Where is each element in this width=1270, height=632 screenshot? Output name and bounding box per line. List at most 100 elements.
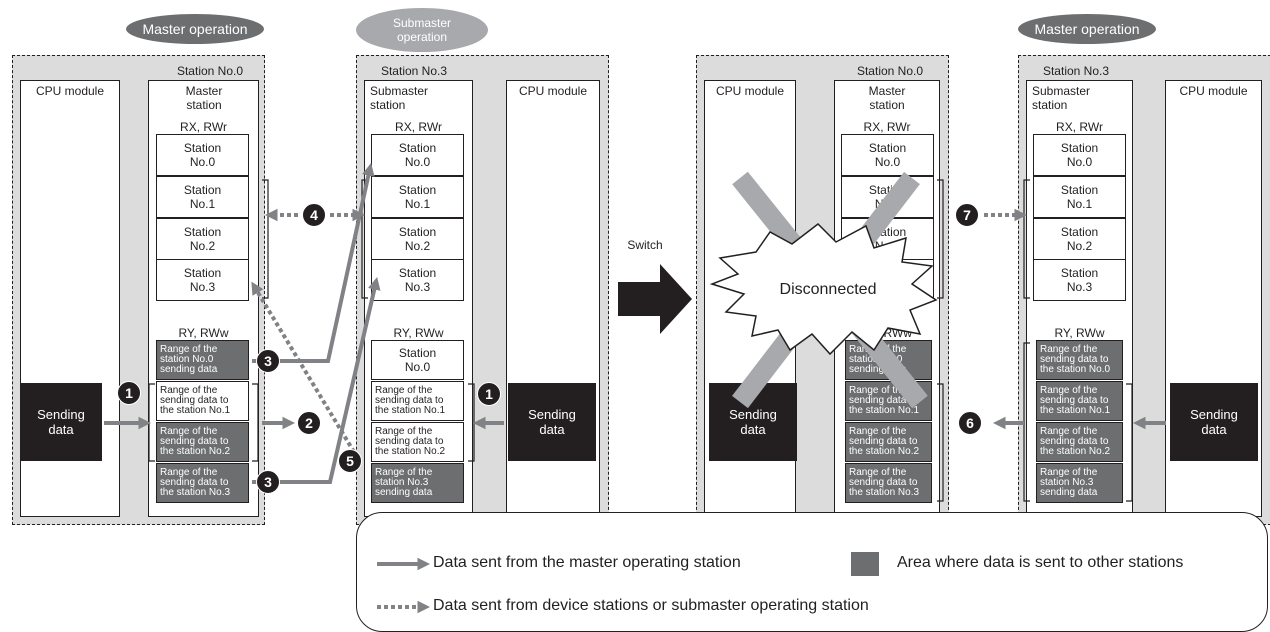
disconnected-label: Disconnected [779, 281, 877, 298]
ry-rww-label: RY, RWw [1054, 326, 1105, 340]
bracket [262, 179, 269, 299]
bracket [937, 383, 944, 502]
marker-5: 5 [338, 449, 362, 473]
bracket [361, 179, 368, 299]
rx-cell-0: Station No.0 [371, 134, 464, 176]
legend-solid-text: Data sent from the master operating stat… [433, 554, 741, 571]
sending-data-label: Sending data [1190, 407, 1238, 437]
legend-dotted-text: Data sent from device stations or submas… [433, 597, 869, 614]
ry-rww-label: RY, RWw [178, 326, 229, 340]
submaster-station-label: Submaster station [370, 84, 429, 112]
submaster-station-label: Submaster station [1032, 84, 1091, 112]
rx-rwr-label: RX, RWr [395, 120, 442, 134]
range-line: Range of the [849, 467, 907, 478]
marker-7: 7 [955, 203, 979, 227]
sending-data-box: Sending data [20, 383, 102, 461]
rx-cell-text: Station No.2 [398, 225, 437, 253]
range-line: sending data to [160, 436, 229, 447]
range-line: sending data to [849, 395, 918, 406]
range-line: Range of the [849, 385, 907, 396]
legend-area-text: Area where data is sent to other station… [897, 554, 1184, 571]
dotted-arrow [251, 281, 356, 454]
range-line: the station No.1 [849, 405, 920, 416]
marker-4: 4 [302, 203, 326, 227]
switch-label: Switch [627, 238, 663, 252]
range-line: Range of the [375, 426, 433, 437]
panel-title-station3-right: Station No.3 [1042, 64, 1110, 78]
marker-3: 3 [256, 470, 280, 494]
range-line: sending data [1040, 487, 1098, 498]
rx-cell-text: Station No.3 [1060, 266, 1099, 294]
rx-cell-3: Station No.3 [371, 259, 464, 301]
range-line: Range of the [1040, 426, 1098, 437]
range-line: station No.3 [375, 477, 429, 488]
range-line: sending data to [375, 395, 444, 406]
cpu-module-label: CPU module [35, 84, 105, 98]
submaster-operation-badge: Submaster operation [356, 8, 488, 52]
range-line: sending data to [849, 436, 918, 447]
range-line: the station No.1 [160, 405, 231, 416]
range-line: sending data [849, 364, 907, 375]
marker-6: 6 [958, 411, 982, 435]
range-line: the station No.2 [160, 446, 231, 457]
sending-data-label: Sending data [37, 407, 85, 437]
bracket [468, 383, 475, 462]
bracket [937, 179, 944, 299]
range-line: Range of the [1040, 344, 1098, 355]
rx-cell-3: Station No.3 [1033, 259, 1126, 301]
range-line: the station No.3 [849, 487, 920, 498]
legend: Data sent from the master operating stat… [356, 512, 1268, 632]
switch-arrow [618, 264, 692, 334]
legend-symbols [377, 557, 431, 614]
master-operation-badge-right: Master operation [1018, 14, 1156, 44]
rx-cell-text: Station No.0 [1060, 141, 1099, 169]
bracket [1023, 342, 1030, 502]
rx-cell-text: Station No.0 [183, 141, 222, 169]
range-line: sending data [160, 364, 218, 375]
range-line: sending data to [160, 477, 229, 488]
range-line: the station No.1 [375, 405, 446, 416]
rx-rwr-label: RX, RWr [1056, 120, 1103, 134]
range-line: sending data to [849, 477, 918, 488]
legend-area-swatch [851, 552, 879, 576]
rx-cell-text: Station No.2 [1060, 225, 1099, 253]
range-line: Range of the [160, 385, 218, 396]
solid-arrow [252, 162, 375, 363]
range-line: the station No.1 [1040, 405, 1111, 416]
rx-cell-text: Station No.1 [183, 183, 222, 211]
panel-title-station3-left: Station No.3 [380, 64, 448, 78]
rx-cell-0: Station No.0 [1033, 134, 1126, 176]
range-line: Range of the [1040, 385, 1098, 396]
range-line: station No.0 [160, 354, 214, 365]
master-operation-badge: Master operation [126, 14, 264, 44]
range-line: Range of the [375, 385, 433, 396]
ry-rww-label: RY, RWw [393, 326, 444, 340]
rx-rwr-label: RX, RWr [863, 120, 911, 134]
panel-title-station0-left: Station No.0 [176, 64, 244, 78]
ry-cell-text: Station No.0 [398, 346, 437, 374]
marker-2: 2 [297, 411, 321, 435]
cpu-module-label: CPU module [715, 84, 785, 98]
range-line: the station No.2 [1040, 446, 1111, 457]
sending-data-label: Sending data [729, 407, 777, 437]
rx-cell-1: Station No.1 [156, 176, 249, 218]
range-line: station No.3 [1040, 477, 1094, 488]
rx-rwr-label: RX, RWr [180, 120, 227, 134]
range-line: sending data to [1040, 354, 1109, 365]
rx-cell-text: Station No.0 [868, 141, 907, 169]
cpu-module-label: CPU module [1179, 84, 1248, 98]
marker-3: 3 [256, 349, 280, 373]
panel-title-station0-right: Station No.0 [856, 64, 924, 78]
range-line: the station No.2 [849, 446, 920, 457]
rx-cell-0: Station No.0 [841, 134, 934, 176]
rx-cell-3: Station No.3 [156, 259, 249, 301]
cpu-module-label: CPU module [518, 84, 588, 98]
marker-1: 1 [477, 382, 501, 406]
